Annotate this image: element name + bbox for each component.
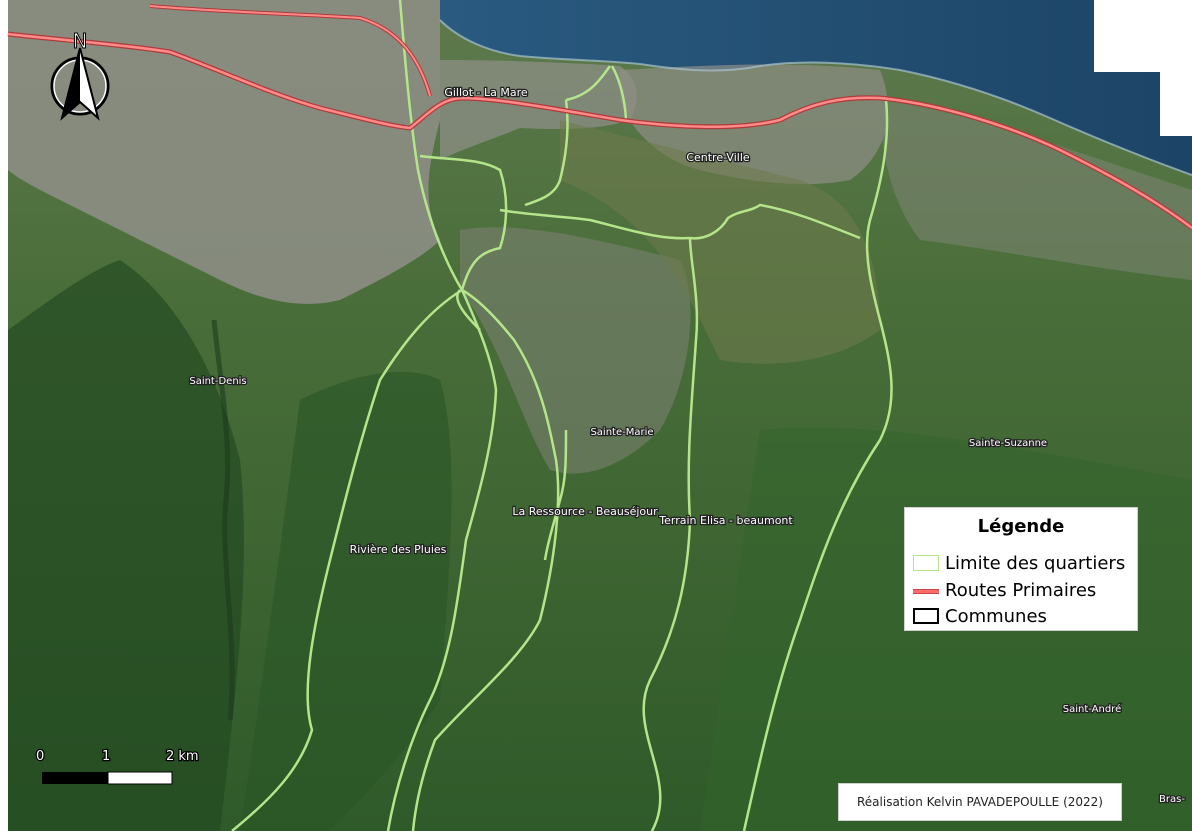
red-line-icon <box>913 582 939 598</box>
green-outline-icon <box>913 555 939 571</box>
label-riviere-des-pluies: Rivière des Pluies <box>350 543 447 556</box>
river-shadow <box>211 319 235 721</box>
forest-ravine-2 <box>240 371 452 831</box>
sea-area <box>440 0 1192 175</box>
urban-gillot <box>440 60 637 160</box>
label-bras: Bras- <box>1159 794 1185 805</box>
label-sainte-marie: Sainte-Marie <box>590 427 653 438</box>
primary-roads <box>7 4 1192 230</box>
label-gillot: Gillot - La Mare <box>444 86 528 99</box>
label-centre-ville: Centre-Ville <box>686 151 750 164</box>
black-outline-icon <box>913 608 939 624</box>
map-credit: Réalisation Kelvin PAVADEPOULLE (2022) <box>838 783 1122 821</box>
legend-label: Communes <box>945 605 1047 627</box>
label-terrain-elisa: Terrain Elisa - beaumont <box>658 514 793 527</box>
north-label: N <box>73 29 88 53</box>
label-saint-denis: Saint-Denis <box>189 376 246 387</box>
north-arrow: N <box>46 26 114 124</box>
map-legend: Légende Limite des quartiers Routes Prim… <box>904 507 1138 631</box>
left-margin <box>0 0 8 831</box>
legend-item-limite-quartiers: Limite des quartiers <box>913 552 1125 574</box>
district-boundaries <box>231 0 893 831</box>
urban-saint-denis <box>8 0 440 304</box>
urban-sainte-suzanne <box>880 100 1192 280</box>
legend-label: Routes Primaires <box>945 579 1097 601</box>
legend-title: Légende <box>977 516 1065 537</box>
label-saint-andre: Saint-André <box>1063 703 1121 715</box>
legend-label: Limite des quartiers <box>945 552 1126 574</box>
scale-label-1: 1 <box>102 749 110 764</box>
scale-label-0: 0 <box>36 749 44 764</box>
legend-item-routes-primaires: Routes Primaires <box>913 579 1096 601</box>
no-data-area <box>1094 0 1192 136</box>
urban-sainte-marie <box>460 227 691 474</box>
agricultural-fields <box>560 120 880 364</box>
forest-ravine <box>8 260 244 831</box>
place-labels: Gillot - La Mare Centre-Ville Saint-Deni… <box>188 85 1187 807</box>
label-sainte-suzanne: Sainte-Suzanne <box>969 438 1047 449</box>
coastline <box>439 19 1192 176</box>
scale-bar: 0 1 2 km <box>34 744 224 790</box>
label-la-ressource: La Ressource - Beauséjour <box>512 505 658 518</box>
scale-label-2: 2 km <box>166 749 199 764</box>
legend-item-communes: Communes <box>913 605 1047 627</box>
